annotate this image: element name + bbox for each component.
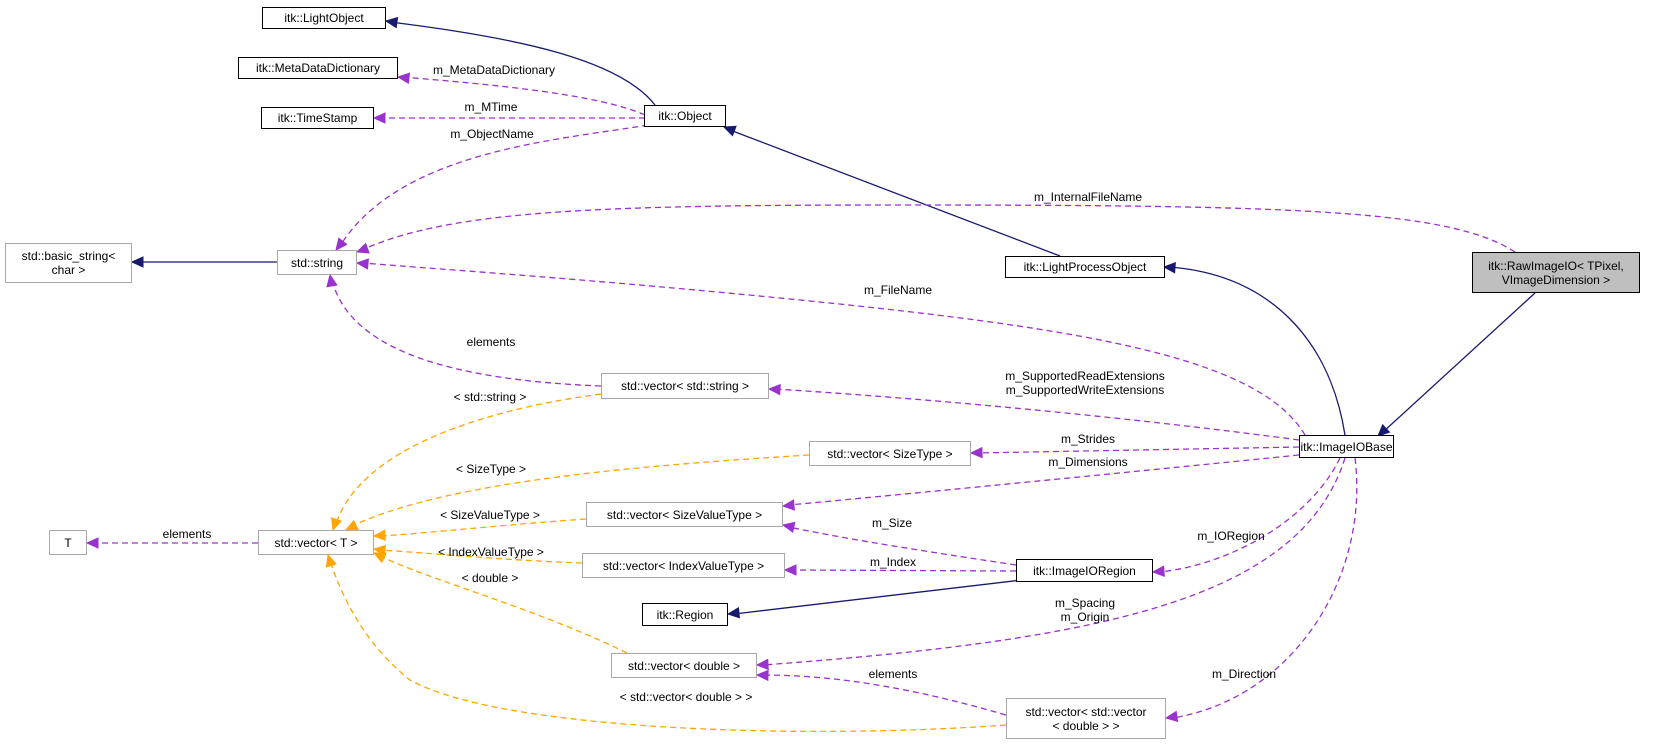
edge-object-lightobject [384,16,656,106]
node-time-stamp[interactable]: itk::TimeStamp [261,107,374,129]
edge-label-elements-string: elements [466,335,516,349]
edge-imageioregion-vecindexvaluetype [783,564,1017,576]
edge-rawio-string-arrowhead [355,242,370,254]
edge-imageiobase-vecvecdouble-arrowhead [1164,710,1179,723]
edge-imageiobase-vecsizevaluetype [781,454,1300,511]
edge-object-metadata-arrowhead [396,72,411,84]
edge-imageioregion-region-arrowhead [726,607,741,619]
edge-imageiobase-vecsizetype-arrowhead [969,446,983,459]
edge-rawio-string [355,204,1516,254]
node-raw-image-io[interactable]: itk::RawImageIO< TPixel, VImageDimension… [1472,252,1640,293]
edge-label-vector-double: < std::vector< double > > [619,690,753,704]
edge-vecstring-string-arrowhead [326,273,338,288]
edge-object-string [335,124,649,251]
node-t[interactable]: T [49,530,87,555]
edge-vecdouble-vect [372,552,628,654]
edge-imageiobase-lpo [1162,262,1346,436]
edge-object-lightobject-arrowhead [384,16,399,29]
node-image-io-base[interactable]: itk::ImageIOBase [1299,435,1394,458]
edge-label-direction: m_Direction [1211,667,1277,681]
edge-vecsizetype-vect [344,454,810,531]
edge-imageiobase-vecstring-arrowhead [767,383,781,396]
edge-vecvecdouble-vect-arrowhead [325,553,337,568]
edge-imageiobase-vecsizevaluetype-arrowhead [781,499,795,511]
edge-label-index-value-type: < IndexValueType > [438,545,544,559]
edge-imageiobase-vecstring [767,383,1300,441]
edge-label-elements-double: elements [868,667,918,681]
edge-label-mtime: m_MTime [464,100,518,114]
edge-vecsizetype-vect-arrowhead [344,519,359,531]
edge-label-meta-data-dictionary: m_MetaDataDictionary [432,63,556,77]
edge-vecstring-vect [331,393,602,532]
edge-vecdouble-vect-arrowhead [372,552,387,564]
edge-label-elements-t: elements [162,527,212,541]
edge-label-file-name: m_FileName [863,283,933,297]
edge-vecsizevaluetype-vect-arrowhead [372,529,386,541]
edge-imageiobase-vecdouble-arrowhead [755,658,769,671]
edge-object-timestamp-arrowhead [372,112,386,124]
edge-label-object-name: m_ObjectName [450,127,534,141]
node-vector-index-value-type[interactable]: std::vector< IndexValueType > [582,553,785,578]
edge-vecstring-string [326,273,602,387]
edge-label-dimensions: m_Dimensions [1048,455,1128,469]
edge-string-basicstring-arrowhead [130,256,144,268]
edge-imageiobase-imageioregion-arrowhead [1151,565,1165,577]
edge-lpo-object-arrowhead [722,125,737,137]
edge-label-size-type: < SizeType > [455,462,527,476]
node-string[interactable]: std::string [277,250,357,275]
edge-label-supported-extensions: m_SupportedReadExtensions m_SupportedWri… [1005,369,1165,397]
edge-imageioregion-region [726,578,1031,619]
edge-label-index: m_Index [869,555,917,569]
edge-label-double: < double > [461,571,519,585]
node-vector-t[interactable]: std::vector< T > [258,530,374,555]
edge-label-strides: m_Strides [1060,432,1116,446]
edge-imageioregion-vecindexvaluetype-arrowhead [783,564,797,576]
edge-object-metadata [396,72,646,116]
node-image-io-region[interactable]: itk::ImageIORegion [1016,559,1153,582]
edge-imageiobase-imageioregion [1151,457,1341,577]
edge-imageiobase-vecsizetype [969,446,1300,459]
edge-label-io-region: m_IORegion [1197,529,1265,543]
node-vector-size-type[interactable]: std::vector< SizeType > [809,441,971,466]
node-object[interactable]: itk::Object [644,105,726,127]
edge-vecvecdouble-vecdouble-arrowhead [755,669,769,682]
node-vector-string[interactable]: std::vector< std::string > [601,373,769,399]
edge-rawio-imageiobase [1377,292,1536,437]
edge-vecstring-vect-arrowhead [331,517,343,532]
edge-imageioregion-vecsizevaluetype [781,521,1017,566]
edge-string-basicstring [130,256,277,268]
node-region[interactable]: itk::Region [642,603,728,626]
edge-vecvecdouble-vect [325,553,1007,733]
edge-vect-t [85,537,258,549]
edge-label-spacing-origin: m_Spacing m_Origin [1054,596,1116,624]
edge-rawio-imageiobase-arrowhead [1377,423,1391,437]
edge-imageiobase-lpo-arrowhead [1162,262,1176,274]
node-vector-vector-double[interactable]: std::vector< std::vector < double > > [1006,698,1166,739]
node-meta-data-dictionary[interactable]: itk::MetaDataDictionary [238,57,398,79]
node-light-object[interactable]: itk::LightObject [262,7,386,29]
edge-imageioregion-vecsizevaluetype-arrowhead [781,521,796,534]
edge-label-std-string: < std::string > [453,390,527,404]
edge-imageiobase-vecdouble [755,457,1346,671]
edge-label-size-value-type: < SizeValueType > [440,508,540,522]
node-light-process-object[interactable]: itk::LightProcessObject [1005,256,1165,278]
node-vector-size-value-type[interactable]: std::vector< SizeValueType > [586,502,783,527]
edge-imageiobase-string-arrowhead [355,258,369,270]
edge-object-string-arrowhead [335,237,348,251]
node-basic-string[interactable]: std::basic_string< char > [5,243,132,283]
edge-label-internal-file-name: m_InternalFileName [1033,190,1143,204]
edge-label-size: m_Size [871,516,913,530]
edge-vecvecdouble-vecdouble [755,669,1007,716]
edge-imageiobase-vecvecdouble [1164,457,1358,723]
edge-lpo-object [722,125,1061,257]
edge-vect-t-arrowhead [85,537,99,549]
node-vector-double[interactable]: std::vector< double > [611,653,757,678]
edge-vecsizevaluetype-vect [372,518,587,541]
edge-imageiobase-string [355,258,1306,436]
edge-object-timestamp [372,112,645,124]
